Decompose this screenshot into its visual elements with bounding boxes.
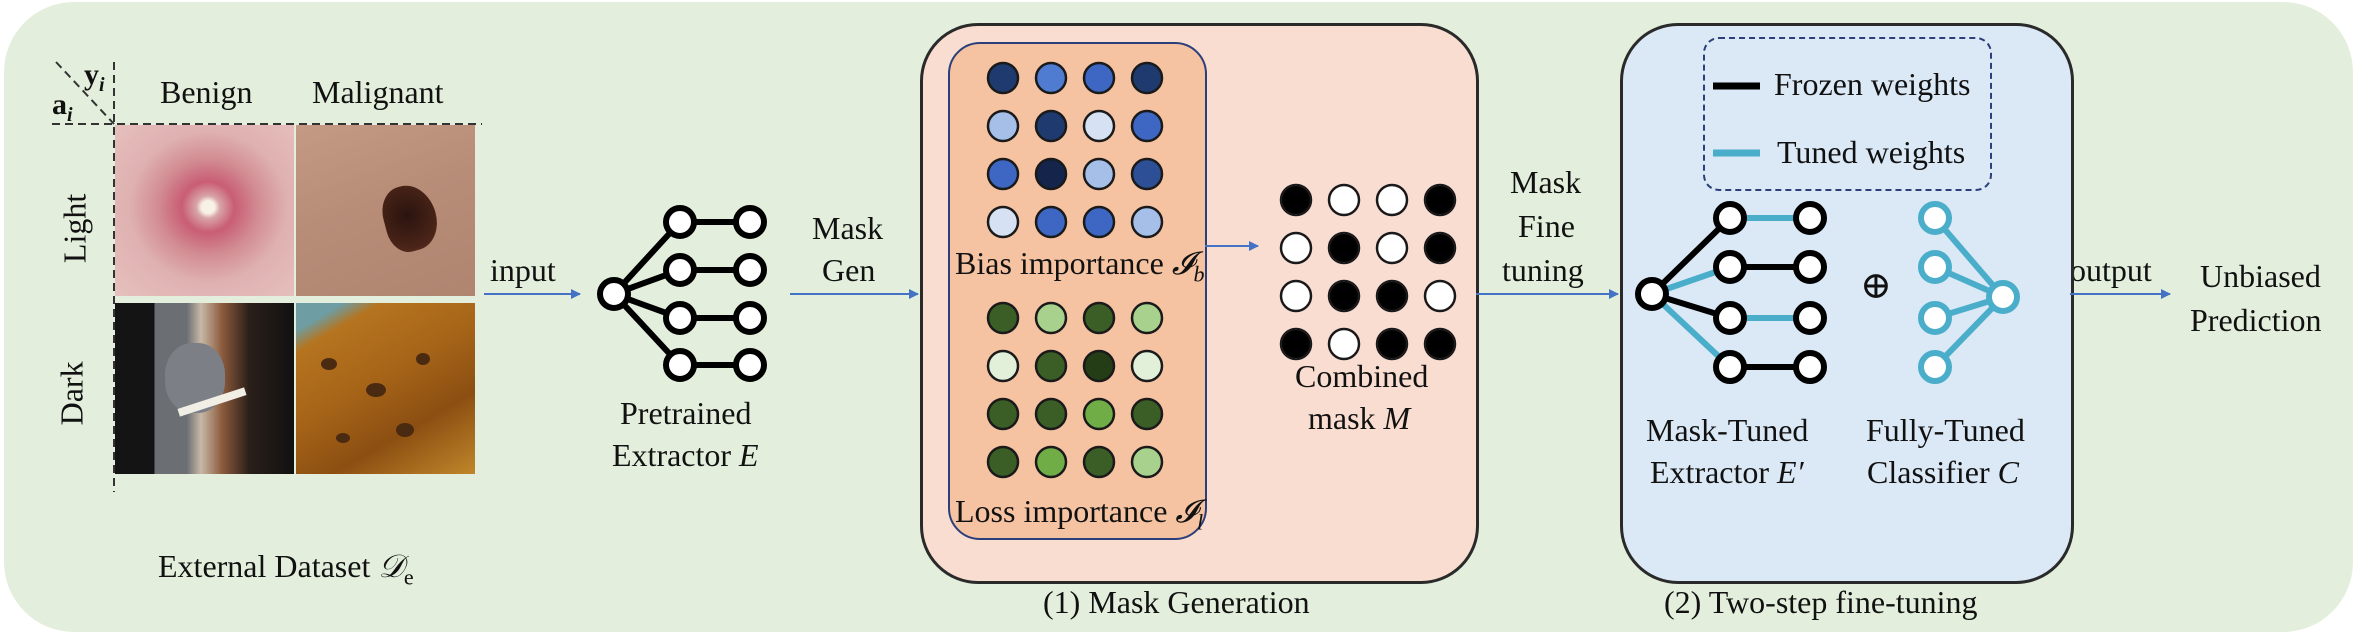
combined-mask-cell	[1375, 279, 1409, 313]
legend-tuned-label: Tuned weights	[1777, 134, 1966, 170]
bias-importance-cell	[1034, 61, 1068, 95]
plus-icon: ⊕	[1860, 265, 1892, 307]
photo-dark-malignant	[296, 303, 475, 474]
combined-mask-cell	[1423, 327, 1457, 361]
pretrained-extractor-label-line2: Extractor E	[612, 437, 759, 473]
loss-importance-label: Loss importance 𝓘l	[955, 493, 1204, 535]
combined-mask-cell	[1423, 183, 1457, 217]
dataset-header-y: yi	[84, 58, 105, 96]
bias-importance-cell	[986, 205, 1020, 239]
combined-mask-cell	[1375, 231, 1409, 265]
combined-mask-label-line2: mask M	[1308, 400, 1411, 436]
loss-importance-cell	[1034, 349, 1068, 383]
column-label-malignant: Malignant	[312, 74, 444, 110]
loss-importance-cell	[1130, 397, 1164, 431]
legend-frozen-label: Frozen weights	[1774, 66, 1971, 102]
loss-importance-cell	[1082, 301, 1116, 335]
photo-light-benign	[115, 125, 294, 296]
loss-importance-cell	[1130, 349, 1164, 383]
bias-importance-cell	[1130, 157, 1164, 191]
result-label-line2: Prediction	[2190, 302, 2322, 338]
combined-mask-grid	[1279, 183, 1457, 361]
arrow-label-output: output	[2070, 252, 2152, 288]
bias-importance-cell	[1130, 61, 1164, 95]
combined-mask-cell	[1327, 183, 1361, 217]
bias-importance-label: Bias importance 𝓘b	[955, 245, 1205, 287]
dataset-header-a: ai	[52, 88, 73, 126]
combined-mask-cell	[1375, 327, 1409, 361]
bias-importance-grid	[986, 61, 1164, 239]
arrow-label-mask-gen-line1: Mask	[812, 210, 884, 246]
mask-tuned-label-line2: Extractor E′	[1650, 454, 1804, 490]
pretrained-extractor-network	[597, 205, 767, 382]
flow-arrows	[484, 241, 2171, 299]
loss-importance-cell	[986, 397, 1020, 431]
weights-legend	[1703, 37, 1992, 191]
bias-importance-cell	[1034, 157, 1068, 191]
bias-importance-cell	[1034, 109, 1068, 143]
arrow-label-mask-ft-line3: tuning	[1502, 252, 1584, 288]
mask-generation-caption: (1) Mask Generation	[1043, 584, 1310, 620]
fully-tuned-classifier-network	[1918, 201, 2020, 384]
combined-mask-cell	[1279, 327, 1313, 361]
loss-importance-cell	[1082, 397, 1116, 431]
result-label-line1: Unbiased	[2200, 258, 2321, 294]
bias-importance-cell	[1082, 205, 1116, 239]
combined-mask-cell	[1279, 279, 1313, 313]
loss-importance-cell	[1082, 349, 1116, 383]
loss-importance-cell	[1130, 445, 1164, 479]
loss-importance-cell	[986, 445, 1020, 479]
combined-mask-label-line1: Combined	[1295, 358, 1429, 394]
photo-light-malignant	[296, 125, 475, 296]
combined-mask-cell	[1327, 231, 1361, 265]
bias-importance-cell	[1082, 157, 1116, 191]
loss-importance-cell	[1034, 301, 1068, 335]
photo-dark-benign	[115, 303, 294, 474]
arrow-label-mask-gen-line2: Gen	[822, 252, 876, 288]
bias-importance-cell	[1130, 109, 1164, 143]
finetuning-caption: (2) Two-step fine-tuning	[1664, 584, 1978, 620]
dataset-corner-diagonal	[55, 61, 115, 125]
arrow-label-input: input	[490, 252, 556, 288]
fully-tuned-label-line2: Classifier C	[1867, 454, 2019, 490]
mask-tuned-label-line1: Mask-Tuned	[1646, 412, 1809, 448]
fully-tuned-label-line1: Fully-Tuned	[1866, 412, 2025, 448]
combined-mask-cell	[1423, 231, 1457, 265]
dataset-grid-lines	[52, 61, 482, 492]
combined-mask-cell	[1327, 327, 1361, 361]
combined-mask-cell	[1279, 231, 1313, 265]
combined-mask-cell	[1279, 183, 1313, 217]
combined-mask-cell	[1375, 183, 1409, 217]
mask-tuned-extractor-network	[1635, 201, 1827, 384]
loss-importance-cell	[1082, 445, 1116, 479]
bias-importance-cell	[1034, 205, 1068, 239]
combined-mask-cell	[1423, 279, 1457, 313]
bias-importance-cell	[1130, 205, 1164, 239]
pretrained-extractor-label-line1: Pretrained	[620, 395, 752, 431]
bias-importance-cell	[986, 109, 1020, 143]
loss-importance-grid	[986, 301, 1164, 479]
bias-importance-cell	[1082, 109, 1116, 143]
arrow-label-mask-ft-line1: Mask	[1510, 164, 1582, 200]
dataset-caption: External Dataset 𝒟e	[158, 548, 414, 590]
loss-importance-cell	[986, 301, 1020, 335]
bias-importance-cell	[986, 157, 1020, 191]
loss-importance-cell	[986, 349, 1020, 383]
bias-importance-cell	[986, 61, 1020, 95]
loss-importance-cell	[1130, 301, 1164, 335]
column-label-benign: Benign	[160, 74, 253, 110]
loss-importance-cell	[1034, 445, 1068, 479]
loss-importance-cell	[1034, 397, 1068, 431]
arrow-label-mask-ft-line2: Fine	[1518, 208, 1575, 244]
bias-importance-cell	[1082, 61, 1116, 95]
combined-mask-cell	[1327, 279, 1361, 313]
